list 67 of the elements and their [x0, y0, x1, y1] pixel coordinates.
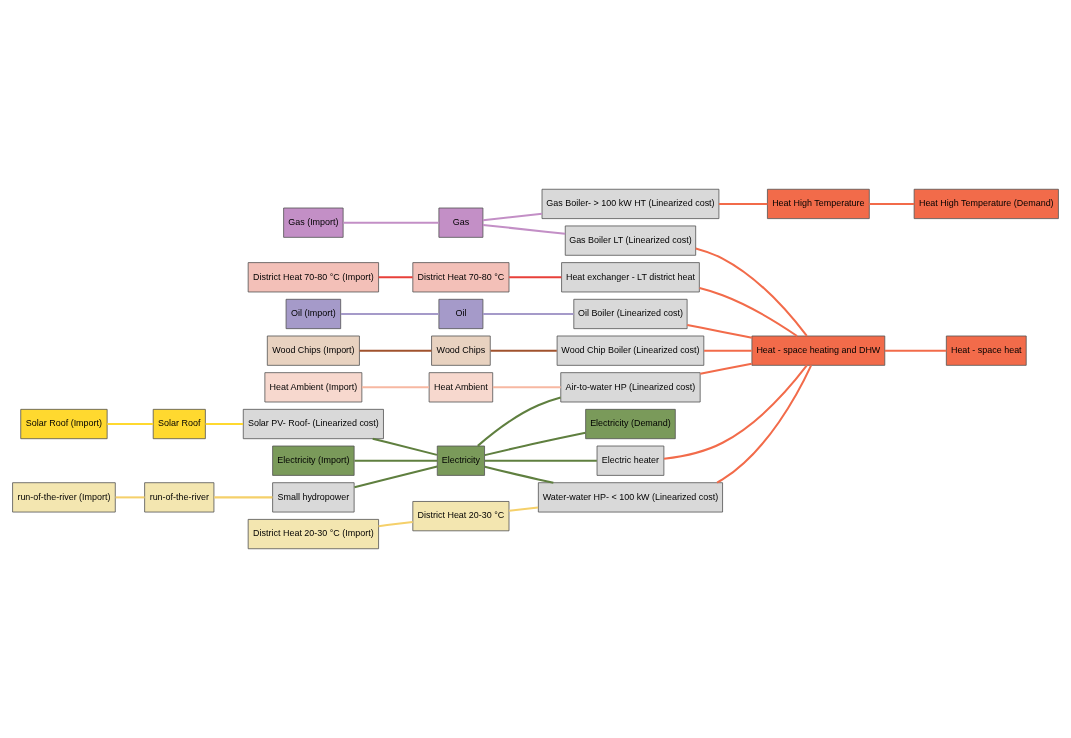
- node-box: Wood Chips: [431, 335, 491, 366]
- connector: [372, 437, 438, 456]
- node-box: Gas Boiler LT (Linearized cost): [564, 225, 697, 256]
- connector: [700, 362, 752, 375]
- node-box: Electricity (Demand): [585, 408, 676, 440]
- node-box: Gas Boiler- > 100 kW HT (Linearized cost): [541, 188, 720, 219]
- connector: [484, 431, 586, 457]
- connector: [354, 459, 438, 462]
- node-box: Heat High Temperature: [767, 188, 870, 219]
- connector: [699, 287, 798, 337]
- node-box: Electric heater: [596, 445, 665, 476]
- node-box: Gas: [438, 207, 484, 238]
- connector: [477, 396, 561, 447]
- node-box: District Heat 70-80 °C (Import): [247, 262, 379, 293]
- connector: [361, 386, 429, 389]
- connector: [115, 496, 145, 499]
- connector: [340, 312, 439, 315]
- connector: [378, 520, 413, 528]
- connector: [484, 459, 597, 462]
- connector: [482, 212, 543, 222]
- connector: [509, 506, 539, 512]
- connector: [718, 202, 768, 205]
- node-box: Wood Chips (Import): [266, 335, 360, 366]
- node-box: Solar PV- Roof- (Linearized cost): [242, 408, 384, 440]
- connector: [687, 323, 753, 339]
- connector: [509, 276, 562, 279]
- node-box: run-of-the-river: [144, 482, 215, 513]
- node-box: Water-water HP- < 100 kW (Linearized cost): [537, 482, 723, 513]
- connector: [359, 349, 432, 352]
- node-box: Solar Roof (Import): [20, 408, 108, 440]
- node-box: Air-to-water HP (Linearized cost): [560, 372, 701, 403]
- node-box: Electricity (Import): [272, 445, 355, 476]
- node-box: Oil: [438, 298, 484, 330]
- connector: [695, 247, 808, 337]
- connector: [214, 496, 273, 499]
- node-box: Solar Roof: [152, 408, 206, 440]
- node-box: Heat exchanger - LT district heat: [561, 262, 700, 293]
- node-box: Heat - space heat: [945, 335, 1027, 366]
- connector: [482, 223, 566, 235]
- connector: [704, 349, 752, 352]
- node-box: Heat Ambient (Import): [264, 372, 363, 403]
- node-box: District Heat 70-80 °C: [412, 262, 510, 293]
- connector: [884, 349, 947, 352]
- node-box: District Heat 20-30 °C (Import): [247, 519, 379, 550]
- connector: [492, 386, 561, 389]
- node-box: Electricity: [436, 445, 485, 476]
- node-box: Small hydropower: [272, 482, 355, 513]
- connector: [484, 465, 554, 484]
- node-box: Heat Ambient: [428, 372, 494, 403]
- connector: [343, 221, 439, 224]
- connector: [869, 202, 915, 205]
- connector: [663, 364, 808, 460]
- connector: [205, 423, 244, 426]
- node-box: Heat - space heating and DHW: [751, 335, 886, 366]
- connector: [483, 312, 574, 315]
- node-box: District Heat 20-30 °C: [412, 501, 510, 532]
- node-box: Oil (Import): [285, 298, 342, 330]
- connector: [378, 276, 413, 279]
- node-box: Wood Chip Boiler (Linearized cost): [556, 335, 705, 366]
- connector: [354, 465, 438, 489]
- connector: [490, 349, 557, 352]
- node-box: Heat High Temperature (Demand): [913, 188, 1059, 219]
- connector: [716, 365, 813, 484]
- node-box: Gas (Import): [283, 207, 344, 238]
- node-box: Oil Boiler (Linearized cost): [573, 298, 688, 330]
- node-box: run-of-the-river (Import): [12, 482, 116, 513]
- connector: [107, 423, 154, 426]
